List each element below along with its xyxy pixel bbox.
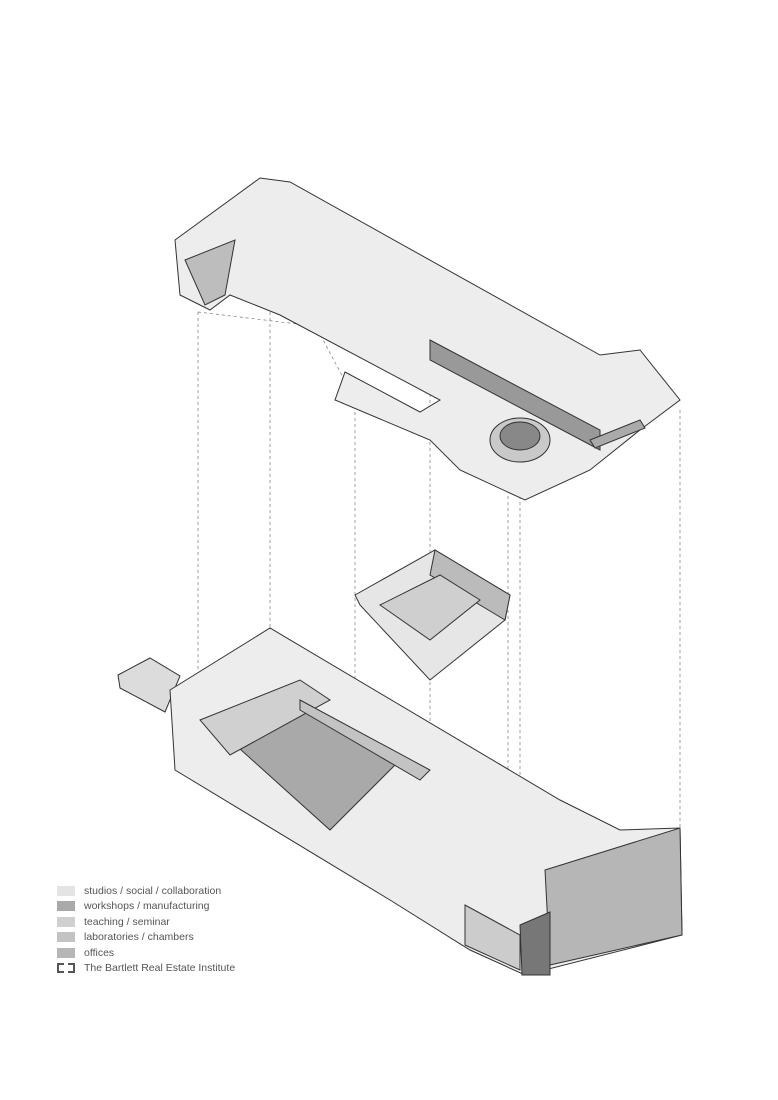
swatch-workshops xyxy=(57,901,75,912)
legend: studios / social / collaboration worksho… xyxy=(57,883,235,976)
legend-label: laboratories / chambers xyxy=(84,931,194,944)
legend-item-laboratories: laboratories / chambers xyxy=(57,930,235,946)
ground-floor xyxy=(117,627,683,976)
legend-item-workshops: workshops / manufacturing xyxy=(57,899,235,915)
legend-label: offices xyxy=(84,946,115,959)
legend-item-studios: studios / social / collaboration xyxy=(57,883,235,899)
swatch-offices xyxy=(57,947,75,958)
swatch-teaching xyxy=(57,916,75,927)
legend-item-offices: offices xyxy=(57,945,235,961)
stair-block xyxy=(354,549,511,681)
dashed-corner-bracket-icon xyxy=(57,963,75,974)
legend-item-boundary: The Bartlett Real Estate Institute xyxy=(57,961,235,977)
legend-item-teaching: teaching / seminar xyxy=(57,914,235,930)
legend-label: studios / social / collaboration xyxy=(84,884,222,897)
legend-label: teaching / seminar xyxy=(84,915,170,928)
legend-label: workshops / manufacturing xyxy=(84,900,210,913)
swatch-studios xyxy=(57,885,75,896)
upper-floor xyxy=(174,177,681,501)
legend-label: The Bartlett Real Estate Institute xyxy=(84,962,236,975)
swatch-laboratories xyxy=(57,932,75,943)
